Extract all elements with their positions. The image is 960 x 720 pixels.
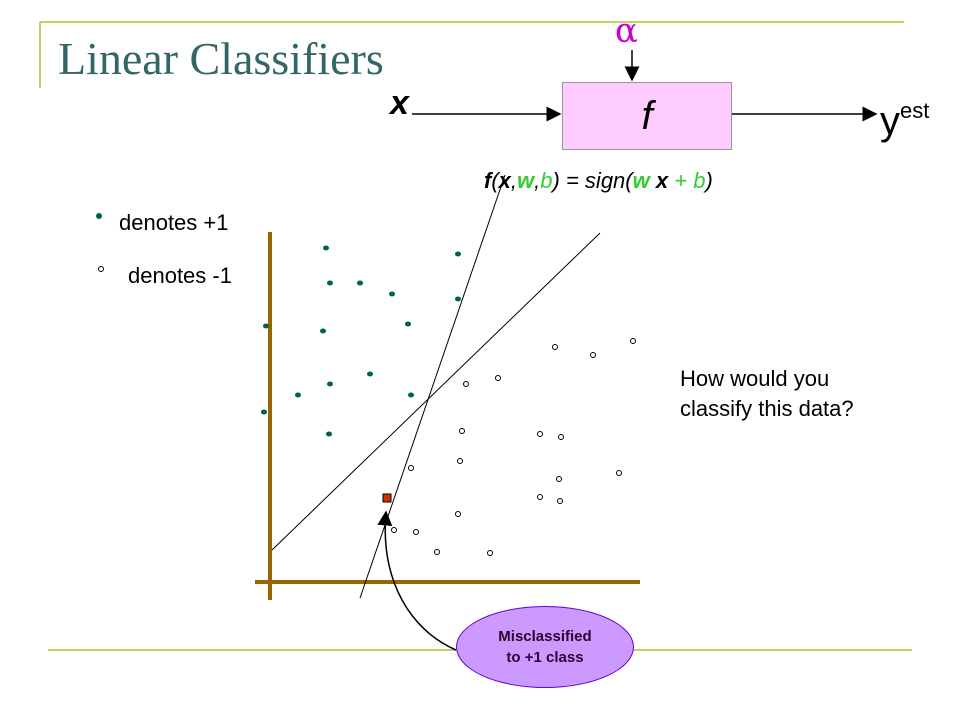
legend-positive: denotes +1 <box>119 210 229 235</box>
slide-title: Linear Classifiers <box>58 33 384 84</box>
positive-point <box>408 392 414 398</box>
boundary-line-1 <box>271 232 601 551</box>
negative-point <box>495 375 501 381</box>
formula-comma2: , <box>534 168 541 193</box>
formula-w2: w <box>632 168 650 193</box>
negative-point <box>459 428 465 434</box>
formula-open: ( <box>491 168 499 193</box>
output-y-sup: est <box>900 98 930 123</box>
formula-f: f <box>484 168 492 193</box>
callout-arrow <box>377 510 457 651</box>
negative-point <box>556 476 562 482</box>
formula-b: b <box>540 168 553 193</box>
formula-plus: + <box>668 168 694 193</box>
formula: f(x,w,b) = sign(w x + b) <box>484 170 713 192</box>
formula-b2: b <box>693 168 706 193</box>
question-text: How would you classify this data? <box>680 364 920 424</box>
negative-point <box>455 511 461 517</box>
misclassified-point <box>382 493 392 503</box>
positive-point <box>389 291 395 297</box>
legend-positive-marker <box>96 213 102 219</box>
negative-point <box>557 498 563 504</box>
input-x-label: x <box>390 84 409 122</box>
negative-point <box>457 458 463 464</box>
question-line-2: classify this data? <box>680 396 854 421</box>
positive-point <box>367 371 373 377</box>
formula-close: ) <box>705 168 713 193</box>
negative-point <box>630 338 636 344</box>
output-y-label: yest <box>880 98 930 143</box>
alpha-label: α <box>615 11 638 51</box>
negative-point <box>552 344 558 350</box>
callout-line-1: Misclassified <box>498 628 592 645</box>
callout-line-2: to +1 class <box>506 649 584 666</box>
negative-point <box>463 381 469 387</box>
misclassified-callout: Misclassified to +1 class <box>456 606 634 688</box>
positive-point <box>455 296 461 302</box>
function-label: f <box>641 93 653 138</box>
question-line-1: How would you <box>680 366 830 391</box>
negative-point <box>616 470 622 476</box>
positive-point <box>326 431 332 437</box>
formula-w: w <box>517 168 535 193</box>
output-y-main: y <box>880 99 900 143</box>
positive-point <box>455 251 461 257</box>
formula-comma1: , <box>510 168 518 193</box>
formula-x2: x <box>649 168 669 193</box>
positive-point <box>405 321 411 327</box>
negative-point <box>537 431 543 437</box>
negative-point <box>434 549 440 555</box>
legend-negative: denotes -1 <box>128 263 232 288</box>
boundary-line-2 <box>359 174 506 599</box>
negative-point <box>590 352 596 358</box>
negative-points <box>391 338 636 556</box>
negative-point <box>408 465 414 471</box>
legend-negative-marker <box>98 266 104 272</box>
positive-point <box>320 328 326 334</box>
positive-point <box>327 280 333 286</box>
positive-point <box>261 409 267 415</box>
positive-point <box>323 245 329 251</box>
positive-points <box>261 245 461 437</box>
function-box: f <box>562 82 732 150</box>
negative-point <box>558 434 564 440</box>
positive-point <box>357 280 363 286</box>
positive-point <box>327 381 333 387</box>
formula-x: x <box>498 168 511 193</box>
formula-eq: ) = sign( <box>552 168 633 193</box>
negative-point <box>537 494 543 500</box>
negative-point <box>391 527 397 533</box>
negative-point <box>487 550 493 556</box>
negative-point <box>413 529 419 535</box>
positive-point <box>263 323 269 329</box>
positive-point <box>295 392 301 398</box>
